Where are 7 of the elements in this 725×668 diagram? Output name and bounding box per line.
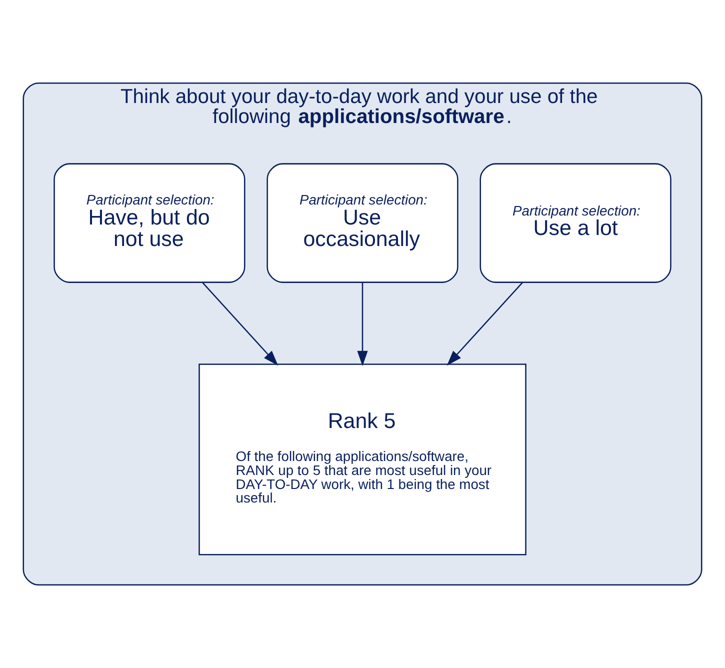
arrow [446, 282, 523, 366]
node-box: Participant selection: Have, but do not use [54, 163, 246, 283]
node-box: Rank 5 Of the following applications/software, RANK up to 5 that are most useful in your DAY-TO-DAY work, with 1 being the most useful. [198, 364, 526, 556]
node-box: Participant selection: Use occasionally [266, 163, 458, 283]
arrow [357, 282, 368, 366]
node-box: Participant selection: Use a lot [480, 163, 672, 283]
arrow [202, 282, 278, 366]
